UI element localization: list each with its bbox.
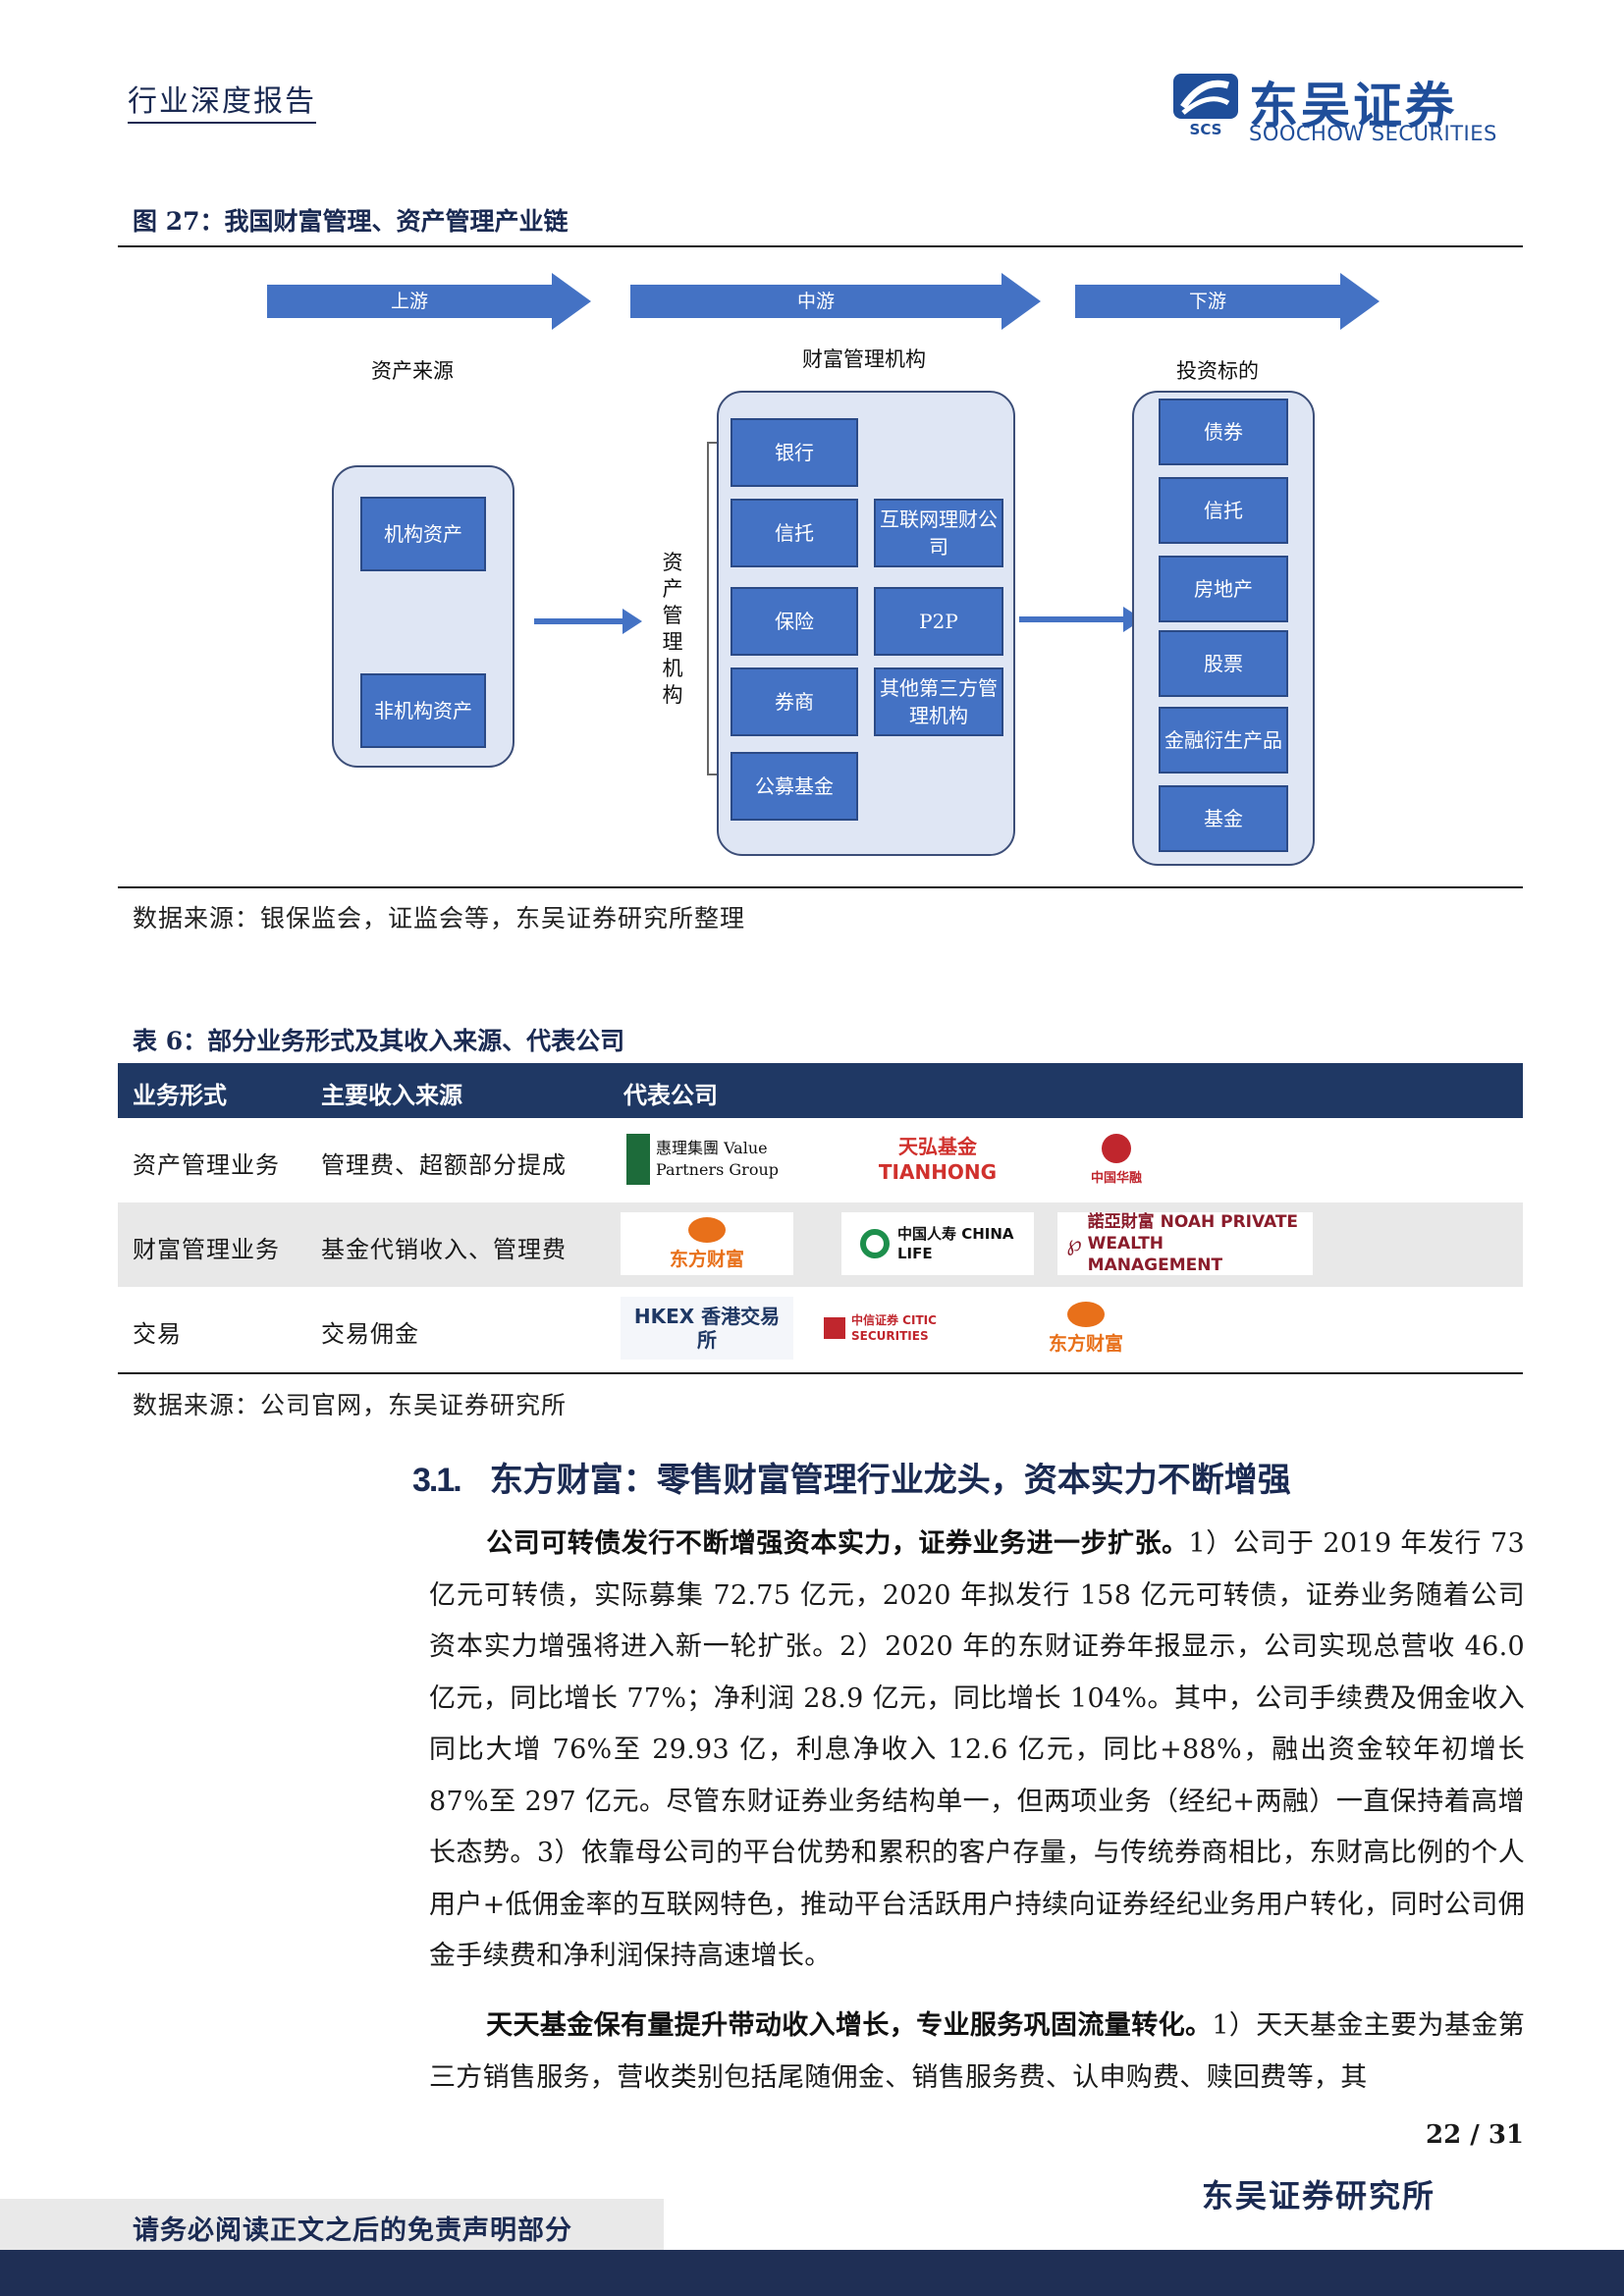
table-header-income: 主要收入来源 bbox=[321, 1081, 462, 1109]
footer-org: 东吴证券研究所 bbox=[1202, 2177, 1436, 2215]
flow-arrow-1 bbox=[534, 609, 642, 634]
stage-label-midstream: 中游 bbox=[796, 291, 835, 312]
midstream-item-public-fund: 公募基金 bbox=[731, 752, 858, 821]
stage-label-downstream: 下游 bbox=[1188, 291, 1226, 312]
paragraph-1-lead: 公司可转债发行不断增强资本实力，证券业务进一步扩张。 bbox=[486, 1528, 1189, 1559]
footer-disclaimer: 请务必阅读正文之后的免责声明部分 bbox=[133, 2216, 572, 2246]
page-number: 22 / 31 bbox=[1426, 2120, 1524, 2150]
midstream-item-p2p: P2P bbox=[874, 587, 1003, 656]
table-header: 业务形式 主要收入来源 代表公司 bbox=[118, 1063, 1523, 1118]
report-type: 行业深度报告 bbox=[128, 77, 316, 124]
table-header-type: 业务形式 bbox=[133, 1081, 227, 1109]
table-row: 资产管理业务 管理费、超额部分提成 惠理集團 Value Partners Gr… bbox=[118, 1118, 1523, 1202]
paragraph-2-lead: 天天基金保有量提升带动收入增长，专业服务巩固流量转化。 bbox=[486, 2010, 1213, 2041]
logo-english-name: SOOCHOW SECURITIES bbox=[1249, 122, 1497, 145]
downstream-item-bond: 债券 bbox=[1159, 399, 1288, 465]
downstream-label: 投资标的 bbox=[1176, 359, 1259, 383]
row-business-type: 交易 bbox=[133, 1320, 182, 1348]
row-income-source: 基金代销收入、管理费 bbox=[321, 1236, 567, 1263]
table-source: 数据来源：公司官网，东吴证券研究所 bbox=[133, 1391, 568, 1419]
midstream-label: 财富管理机构 bbox=[802, 347, 926, 371]
downstream-item-derivatives: 金融衍生产品 bbox=[1159, 707, 1288, 774]
figure-caption: 图 27：我国财富管理、资产管理产业链 bbox=[133, 207, 568, 236]
midstream-bracket bbox=[707, 442, 719, 775]
logo-tianhong: 天弘基金 TIANHONG bbox=[841, 1128, 1034, 1191]
table-header-companies: 代表公司 bbox=[623, 1081, 718, 1109]
logo-china-life: 中国人寿 CHINA LIFE bbox=[841, 1212, 1034, 1275]
figure-bottom-rule bbox=[118, 886, 1523, 888]
paragraph-1-text: 1）公司于 2019 年发行 73 亿元可转债，实际募集 72.75 亿元，20… bbox=[429, 1528, 1525, 1971]
flow-arrow-2 bbox=[1019, 607, 1143, 632]
stage-arrow-midstream: 中游 bbox=[630, 273, 1041, 330]
section-heading: 3.1. 东方财富：零售财富管理行业龙头，资本实力不断增强 bbox=[412, 1453, 1291, 1501]
figure-source: 数据来源：银保监会，证监会等，东吴证券研究所整理 bbox=[133, 904, 746, 933]
downstream-item-real-estate: 房地产 bbox=[1159, 556, 1288, 622]
logo-eastmoney: 东方财富 bbox=[621, 1212, 793, 1275]
logo-eastmoney: 东方财富 bbox=[1000, 1297, 1172, 1360]
soochow-logo-icon: SCS bbox=[1173, 74, 1238, 138]
logo-noah: ℘ 諾亞財富 NOAH PRIVATE WEALTH MANAGEMENT bbox=[1057, 1212, 1313, 1275]
logo-huarong: 中国华融 bbox=[1057, 1128, 1175, 1191]
paragraph-2: 天天基金保有量提升带动收入增长，专业服务巩固流量转化。1）天天基金主要为基金第三… bbox=[429, 2001, 1525, 2104]
table-bottom-rule bbox=[118, 1372, 1523, 1374]
upstream-label: 资产来源 bbox=[371, 359, 454, 383]
midstream-item-other-third-party: 其他第三方管理机构 bbox=[874, 667, 1003, 736]
row-business-type: 资产管理业务 bbox=[133, 1151, 280, 1179]
table-row: 财富管理业务 基金代销收入、管理费 东方财富 中国人寿 CHINA LIFE ℘… bbox=[118, 1202, 1523, 1287]
downstream-item-stock: 股票 bbox=[1159, 630, 1288, 697]
stage-arrow-upstream: 上游 bbox=[267, 273, 591, 330]
logo-chinese-name: 东吴证券 bbox=[1249, 78, 1457, 134]
stage-arrow-downstream: 下游 bbox=[1075, 273, 1380, 330]
midstream-item-broker: 券商 bbox=[731, 667, 858, 736]
table-row: 交易 交易佣金 HKEX 香港交易所 中信证券 CITIC SECURITIES… bbox=[118, 1287, 1523, 1371]
upstream-item-non-institutional: 非机构资产 bbox=[360, 673, 486, 748]
footer-bar bbox=[0, 2250, 1624, 2296]
logo-value-partners: 惠理集團 Value Partners Group bbox=[621, 1128, 819, 1191]
section-title: 东方财富：零售财富管理行业龙头，资本实力不断增强 bbox=[489, 1461, 1291, 1500]
paragraph-1: 公司可转债发行不断增强资本实力，证券业务进一步扩张。1）公司于 2019 年发行… bbox=[429, 1519, 1525, 1983]
footer-strip bbox=[0, 2199, 664, 2250]
figure-top-rule bbox=[118, 245, 1523, 247]
midstream-item-bank: 银行 bbox=[731, 418, 858, 487]
midstream-item-internet-finance: 互联网理财公司 bbox=[874, 499, 1003, 567]
svg-text:SCS: SCS bbox=[1190, 121, 1222, 138]
stage-label-upstream: 上游 bbox=[390, 291, 428, 312]
paragraph-2-text: 1）天天基金主要为基金第三方销售服务，营收类别包括尾随佣金、销售服务费、认申购费… bbox=[429, 2010, 1525, 2093]
row-income-source: 交易佣金 bbox=[321, 1320, 419, 1348]
row-business-type: 财富管理业务 bbox=[133, 1236, 280, 1263]
section-number: 3.1. bbox=[412, 1462, 462, 1499]
midstream-item-trust: 信托 bbox=[731, 499, 858, 567]
logo-citic: 中信证券 CITIC SECURITIES bbox=[817, 1297, 974, 1360]
midstream-side-label: 资产管理机构 bbox=[662, 551, 683, 707]
table-caption: 表 6：部分业务形式及其收入来源、代表公司 bbox=[133, 1027, 625, 1055]
downstream-item-fund: 基金 bbox=[1159, 785, 1288, 852]
downstream-item-trust: 信托 bbox=[1159, 477, 1288, 544]
midstream-item-insurance: 保险 bbox=[731, 587, 858, 656]
row-income-source: 管理费、超额部分提成 bbox=[321, 1151, 567, 1179]
logo-hkex: HKEX 香港交易所 bbox=[621, 1297, 793, 1360]
upstream-item-institutional: 机构资产 bbox=[360, 497, 486, 571]
